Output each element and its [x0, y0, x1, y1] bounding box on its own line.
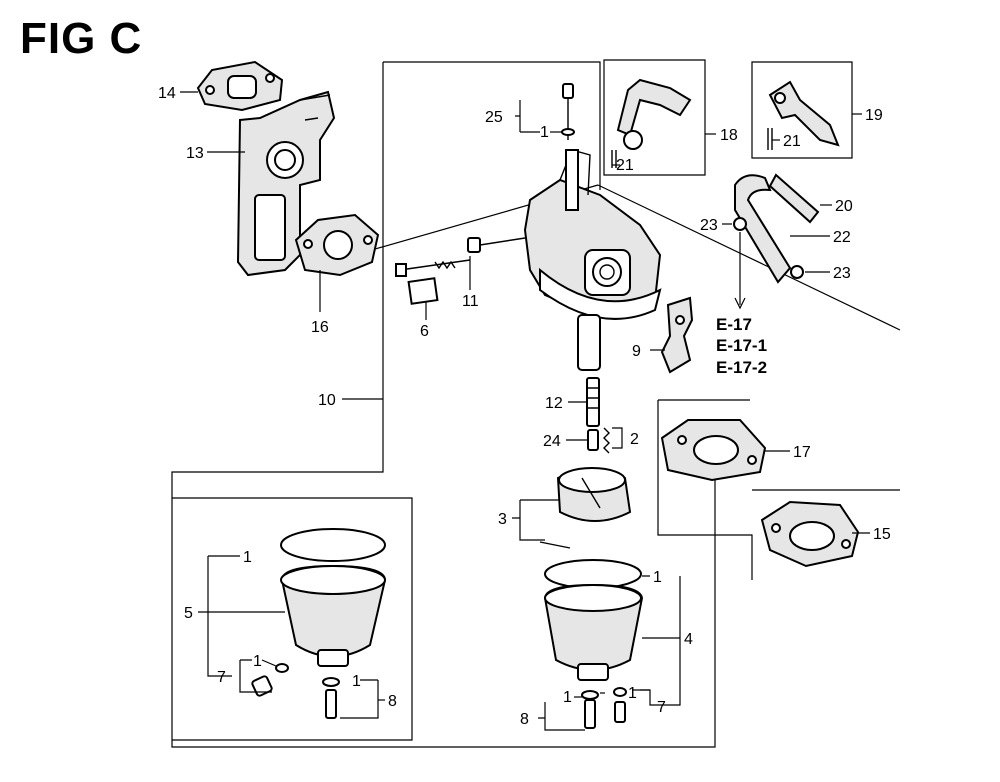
- callout-1-screw-left: 1: [352, 673, 361, 690]
- callout-labels: 14 13 16 25 1 18 21 19 21 20 22 23 23 6 …: [158, 85, 891, 728]
- callout-20: 20: [835, 198, 853, 215]
- callout-6: 6: [420, 323, 429, 340]
- callout-1-bowl-right: 1: [653, 569, 662, 586]
- main-jet-12: [586, 377, 610, 454]
- callout-1-washer-left: 1: [253, 653, 262, 670]
- lever-19: [767, 80, 840, 150]
- gasket-15: [760, 500, 860, 568]
- spring-plate-9: [660, 296, 694, 374]
- reference-e17: E-17: [716, 315, 752, 334]
- gasket-17: [660, 419, 767, 482]
- callout-23-lower: 23: [833, 265, 851, 282]
- callout-8-right: 8: [520, 711, 529, 728]
- callout-23-upper: 23: [700, 217, 718, 234]
- callout-21-left: 21: [616, 157, 634, 174]
- callout-7-left: 7: [217, 669, 226, 686]
- callout-1-screw-right: 1: [563, 689, 572, 706]
- callout-4: 4: [684, 631, 693, 648]
- insulator-bracket-13: [236, 90, 336, 277]
- callout-10: 10: [318, 392, 336, 409]
- callout-1-bowl-left: 1: [243, 549, 252, 566]
- callout-15: 15: [873, 526, 891, 543]
- callout-24: 24: [543, 433, 561, 450]
- callout-17: 17: [793, 444, 811, 461]
- callout-14: 14: [158, 85, 176, 102]
- callout-13: 13: [186, 145, 204, 162]
- callout-25: 25: [485, 109, 503, 126]
- clips-23: [733, 217, 804, 310]
- callout-21-right: 21: [783, 133, 801, 150]
- callout-9: 9: [632, 343, 641, 360]
- float-bowl-5: [251, 528, 387, 719]
- reference-e17-2: E-17-2: [716, 358, 767, 377]
- choke-lever-18: [611, 78, 692, 168]
- screw-11: [467, 237, 526, 253]
- callout-5: 5: [184, 605, 193, 622]
- cross-references: E-17 E-17-1 E-17-2: [716, 315, 767, 377]
- figure-title: FIG C: [20, 14, 143, 63]
- float-3: [539, 467, 632, 549]
- callout-22: 22: [833, 229, 851, 246]
- callout-7-right: 7: [657, 699, 666, 716]
- callout-1-washer-right: 1: [628, 685, 637, 702]
- leader-lines: [180, 91, 870, 731]
- callout-12: 12: [545, 395, 563, 412]
- callout-11: 11: [462, 293, 479, 310]
- fuel-tube-22: [734, 173, 820, 284]
- callout-2: 2: [630, 431, 639, 448]
- gasket-14: [196, 60, 284, 112]
- float-bowl-4: [543, 559, 644, 729]
- callout-8-left: 8: [388, 693, 397, 710]
- screw-25: [561, 83, 575, 140]
- gasket-16: [294, 213, 380, 277]
- pilot-screw-6: [395, 259, 471, 305]
- callout-3: 3: [498, 511, 507, 528]
- reference-e17-1: E-17-1: [716, 336, 767, 355]
- carburetor-body-10: [523, 149, 662, 371]
- callout-19: 19: [865, 107, 883, 124]
- callout-16: 16: [311, 319, 329, 336]
- callout-18: 18: [720, 127, 738, 144]
- callout-1-carb: 1: [540, 124, 549, 141]
